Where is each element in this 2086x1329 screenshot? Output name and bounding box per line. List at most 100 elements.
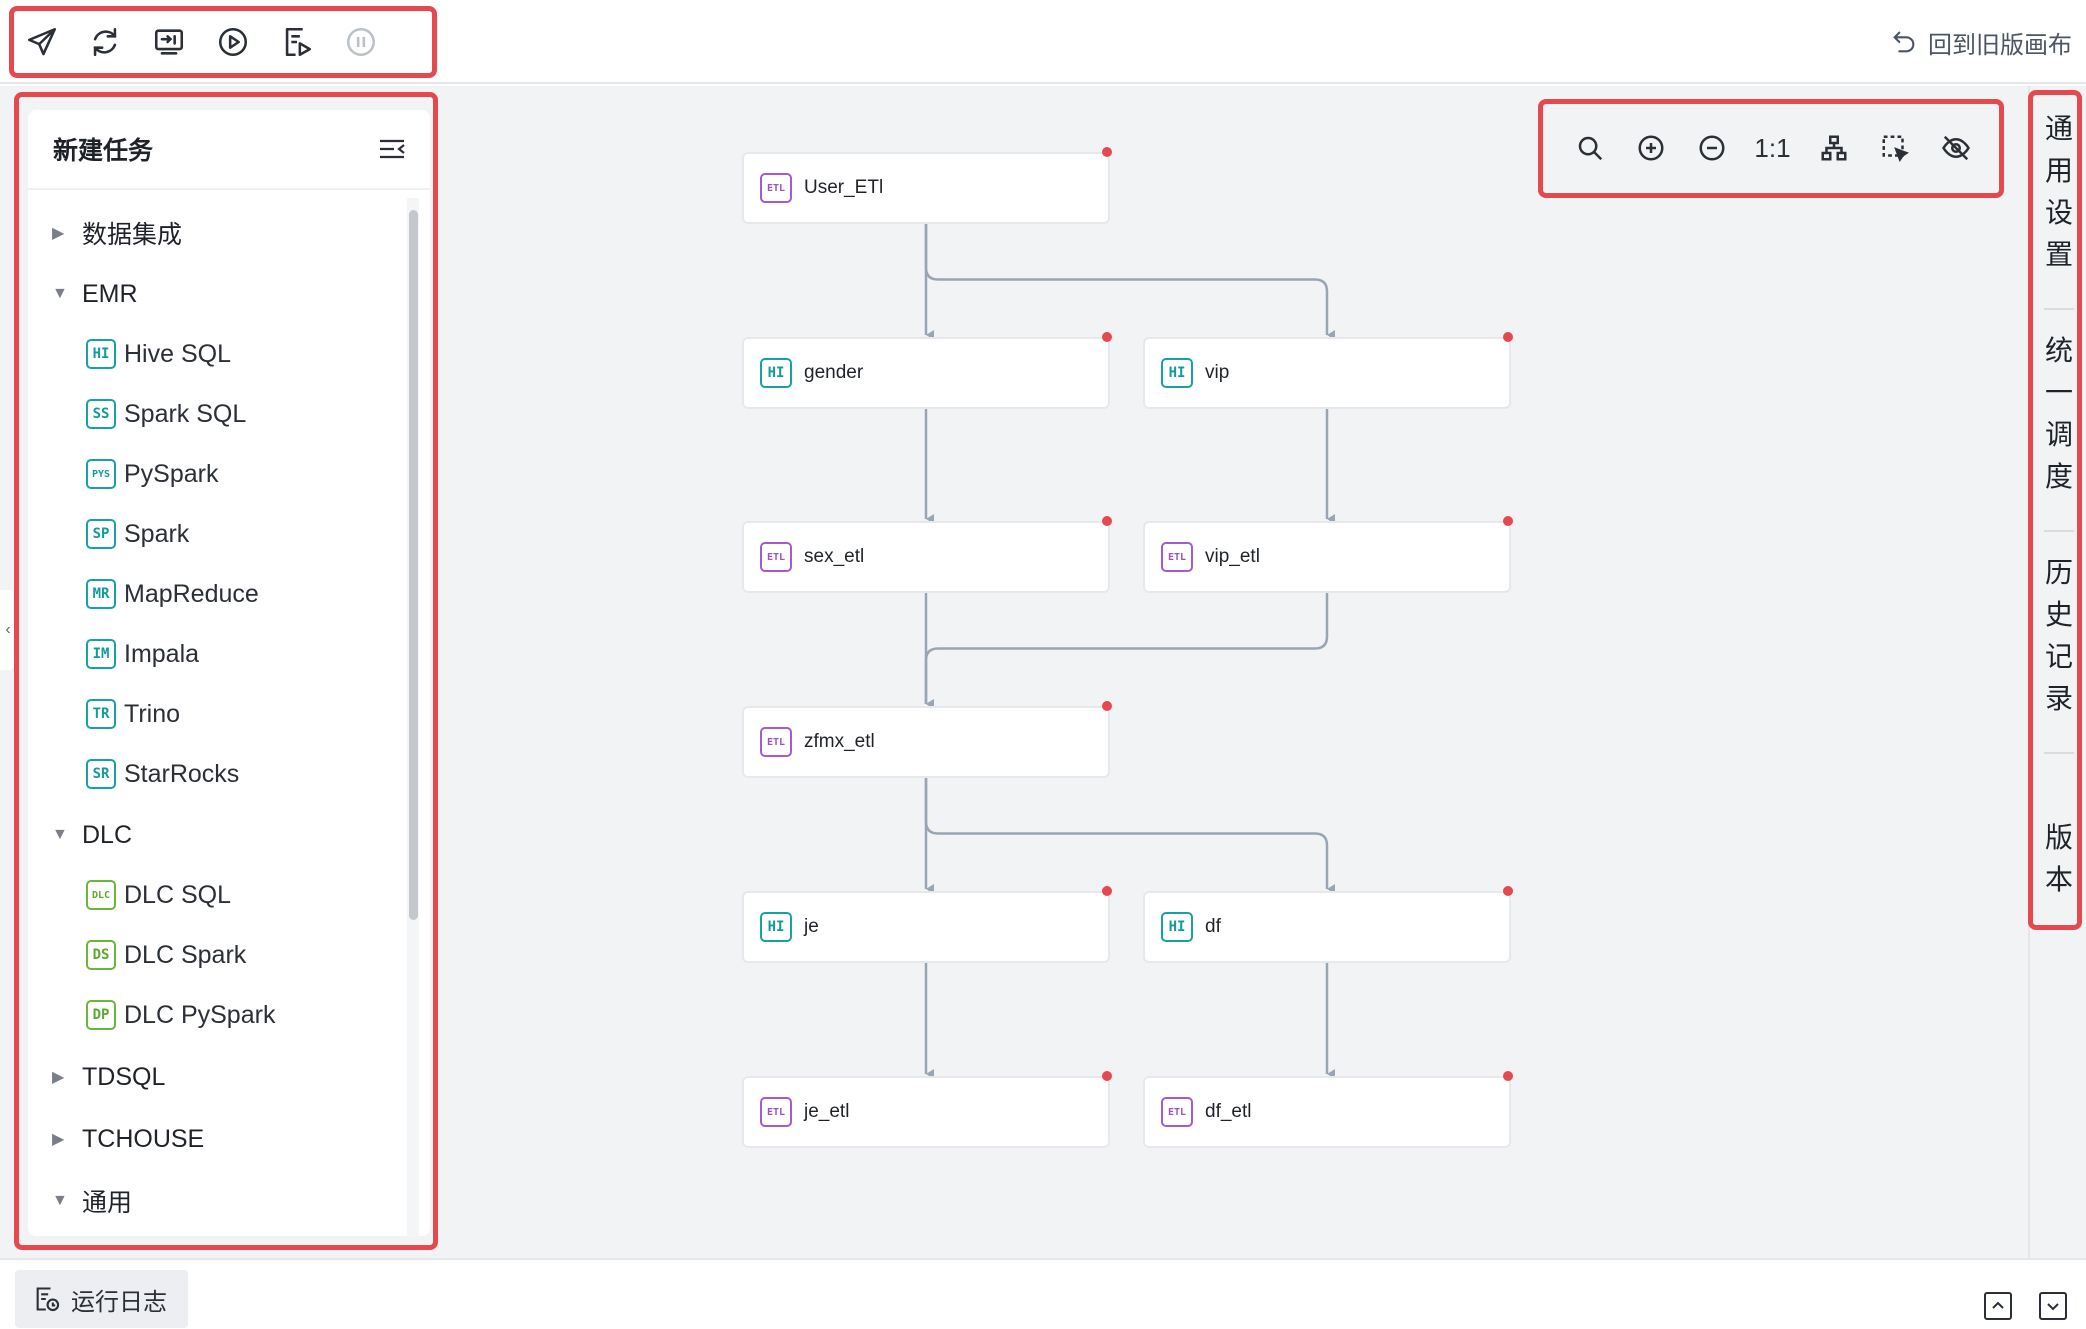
- task-dlc-pyspark[interactable]: DP DLC PySpark: [86, 995, 275, 1035]
- pyspark-badge-icon: PYS: [86, 459, 116, 489]
- import-icon[interactable]: [145, 18, 193, 66]
- collapse-panel-button[interactable]: ‹: [0, 590, 16, 670]
- panel-scrollbar[interactable]: [407, 198, 419, 1238]
- caret-down-icon: ▼: [52, 1192, 68, 1209]
- collapse-down-icon[interactable]: [2039, 1292, 2067, 1320]
- layout-icon[interactable]: [1812, 126, 1856, 170]
- dlc-pyspark-badge-icon: DP: [86, 1000, 116, 1030]
- right-side-tabs: 通用设置 统一调度 历史记录 版本: [2028, 86, 2086, 1258]
- impala-badge-icon: IM: [86, 639, 116, 669]
- tab-char: 置: [2044, 239, 2073, 270]
- tab-unified-scheduling[interactable]: 统一调度: [2042, 334, 2076, 494]
- task-hive-sql[interactable]: HI Hive SQL: [86, 334, 231, 374]
- bottom-bar: 运行日志: [0, 1258, 2086, 1329]
- item-label: Impala: [124, 639, 200, 668]
- group-emr[interactable]: ▼ EMR: [52, 274, 138, 314]
- task-impala[interactable]: IM Impala: [86, 634, 199, 674]
- zoom-1-1-button[interactable]: 1:1: [1751, 126, 1795, 170]
- scroll-thumb[interactable]: [409, 210, 418, 920]
- mapreduce-badge-icon: MR: [86, 579, 116, 609]
- item-label: DLC SQL: [124, 880, 231, 909]
- select-icon[interactable]: [1873, 126, 1917, 170]
- canvas-zoom-toolbar: 1:1: [1545, 103, 2000, 193]
- spark-sql-badge-icon: SS: [86, 399, 116, 429]
- collapse-menu-icon[interactable]: [378, 137, 406, 161]
- trino-badge-icon: TR: [86, 699, 116, 729]
- group-data-integration[interactable]: ▶数据集成: [52, 213, 182, 253]
- tab-divider: [2044, 752, 2074, 754]
- node-status-dot: [1102, 516, 1112, 526]
- send-icon[interactable]: [18, 18, 66, 66]
- group-tdsql[interactable]: ▶TDSQL: [52, 1057, 165, 1097]
- task-spark-sql[interactable]: SS Spark SQL: [86, 394, 246, 434]
- zoom-in-icon[interactable]: [1629, 126, 1673, 170]
- item-label: DLC PySpark: [124, 1000, 276, 1029]
- tab-char: 调: [2044, 419, 2073, 450]
- item-label: Spark SQL: [124, 399, 247, 428]
- expand-up-icon[interactable]: [1984, 1292, 2012, 1320]
- node-label: zfmx_etl: [804, 731, 875, 752]
- caret-right-icon: ▶: [52, 225, 65, 242]
- group-general[interactable]: ▼ 通用: [52, 1181, 132, 1221]
- tab-general-settings[interactable]: 通用设置: [2042, 112, 2076, 272]
- tab-version[interactable]: 版本: [2042, 821, 2076, 897]
- tab-char: 历: [2044, 557, 2073, 588]
- node-label: gender: [804, 362, 864, 383]
- node-status-dot: [1102, 701, 1112, 711]
- group-label: DLC: [82, 820, 133, 849]
- run-icon[interactable]: [209, 18, 257, 66]
- spark-badge-icon: SP: [86, 519, 116, 549]
- node-status-dot: [1102, 332, 1112, 342]
- top-toolbar: 回到旧版画布: [0, 0, 2086, 84]
- node-label: df_etl: [1205, 1101, 1252, 1122]
- dag-edges: [924, 224, 1335, 1079]
- tab-divider: [2044, 308, 2074, 310]
- run-section-icon[interactable]: [273, 18, 321, 66]
- group-dlc[interactable]: ▼DLC: [52, 815, 132, 855]
- item-label: StarRocks: [124, 759, 240, 788]
- caret-right-icon: ▶: [52, 1069, 65, 1086]
- panel-title: 新建任务: [53, 137, 154, 165]
- group-label: EMR: [82, 279, 138, 308]
- undo-icon: [1893, 31, 1915, 53]
- tab-char: 本: [2044, 864, 2073, 895]
- run-log-label: 运行日志: [71, 1288, 167, 1316]
- zoom-out-icon[interactable]: [1690, 126, 1734, 170]
- tab-char: 设: [2044, 197, 2073, 228]
- hive-badge-icon: HI: [86, 339, 116, 369]
- tab-char: 统: [2044, 335, 2073, 366]
- refresh-icon[interactable]: [81, 18, 129, 66]
- tab-history[interactable]: 历史记录: [2042, 556, 2076, 716]
- zoom-ratio-label: 1:1: [1754, 132, 1791, 163]
- panel-header: 新建任务: [28, 110, 430, 190]
- group-tchouse[interactable]: ▶TCHOUSE: [52, 1119, 204, 1159]
- dag-edge: [924, 778, 1335, 894]
- back-to-old-canvas-button[interactable]: 回到旧版画布: [1890, 22, 2072, 62]
- back-to-old-canvas-label: 回到旧版画布: [1928, 31, 2072, 59]
- etl-badge-icon: ETL: [760, 542, 792, 572]
- search-icon[interactable]: [1568, 126, 1612, 170]
- item-label: Hive SQL: [124, 339, 231, 368]
- caret-down-icon: ▼: [52, 285, 68, 302]
- hide-icon[interactable]: [1934, 126, 1978, 170]
- group-label: 通用: [82, 1189, 133, 1217]
- dag-edge: [924, 593, 1329, 709]
- run-log-button[interactable]: 运行日志: [15, 1270, 188, 1328]
